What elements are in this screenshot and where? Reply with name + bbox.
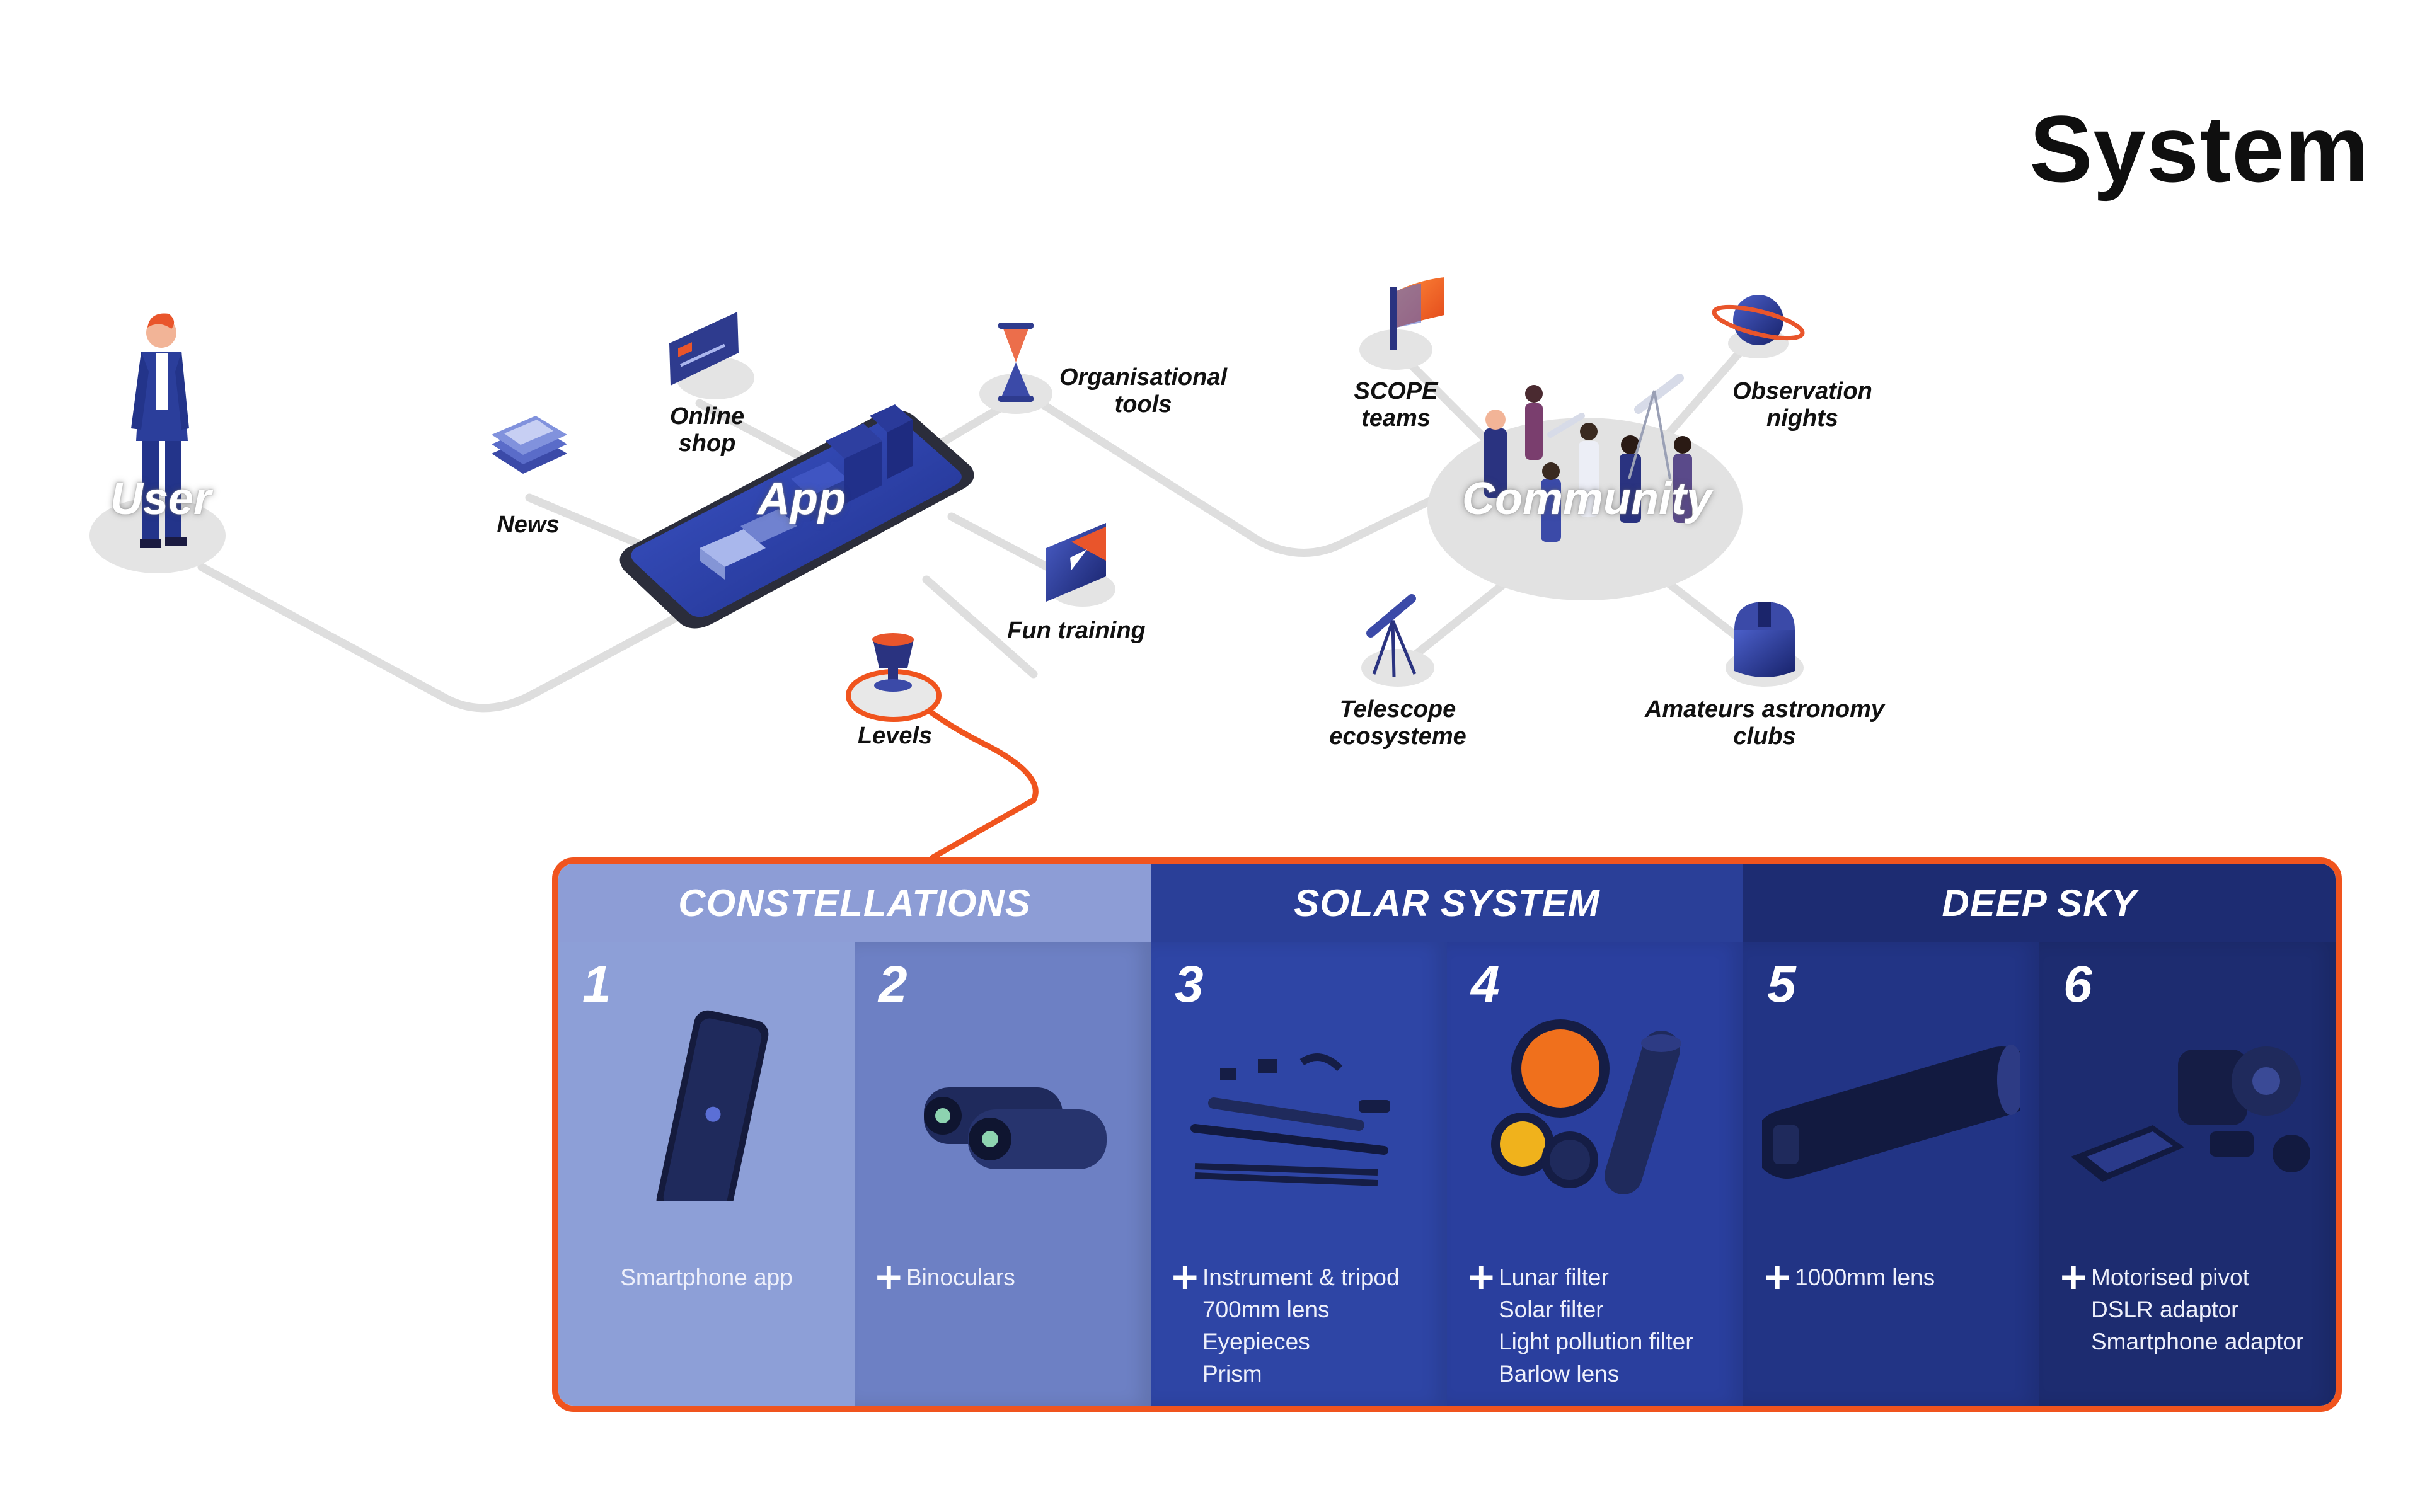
- news-label: News: [497, 512, 560, 538]
- community-label: Community: [1462, 474, 1712, 524]
- level-item: 1000mm lens: [1795, 1264, 1935, 1290]
- planet-icon: [1712, 295, 1805, 345]
- level-number: 1: [582, 956, 611, 1013]
- app-label: App: [758, 474, 846, 524]
- plus-icon: +: [1466, 1255, 1497, 1298]
- level-4-card[interactable]: 4 + Lunar filter Solar filter Light poll…: [1447, 942, 1743, 1406]
- level-6-card[interactable]: 6 + Motorised pivot DSLR adaptor Smartph…: [2039, 942, 2336, 1406]
- levels-label: Levels: [857, 723, 933, 749]
- telescope-ecosysteme-label: Telescope ecosysteme: [1329, 696, 1466, 750]
- level-2-items: Binoculars: [906, 1261, 1015, 1293]
- level-item: Smartphone adaptor: [2091, 1329, 2304, 1354]
- binoculars-icon: [924, 1087, 1107, 1169]
- scope-teams-node[interactable]: [1359, 277, 1444, 370]
- level-item: Prism: [1202, 1361, 1262, 1387]
- level-item: DSLR adaptor: [2091, 1297, 2239, 1322]
- scope-teams-label: SCOPE teams: [1354, 378, 1438, 432]
- instrument-kit-icon: [1190, 1053, 1390, 1186]
- level-number: 2: [879, 956, 908, 1013]
- plus-icon: +: [873, 1255, 904, 1298]
- fun-training-node[interactable]: [1046, 523, 1115, 607]
- level-4-items: Lunar filter Solar filter Light pollutio…: [1499, 1261, 1693, 1390]
- level-1-card[interactable]: 1 Smartphone app: [558, 942, 855, 1406]
- community-node[interactable]: [1427, 374, 1743, 600]
- level-item: Barlow lens: [1499, 1361, 1620, 1387]
- motorised-pivot-icon: [2071, 1046, 2310, 1182]
- plus-icon: +: [2058, 1255, 2089, 1298]
- level-item: 700mm lens: [1202, 1297, 1330, 1322]
- levels-node[interactable]: [846, 633, 942, 722]
- phone-icon: [619, 404, 974, 629]
- plus-icon: +: [1170, 1255, 1201, 1298]
- newspaper-icon: [492, 416, 567, 474]
- observation-nights-label: Observation nights: [1732, 378, 1872, 432]
- organisational-tools-label: Organisational tools: [1059, 364, 1228, 418]
- levels-connector: [911, 696, 1039, 861]
- filters-icon: [1491, 1019, 1681, 1194]
- level-item: Light pollution filter: [1499, 1329, 1693, 1354]
- telescope-icon: [1366, 594, 1417, 678]
- level-item: Binoculars: [906, 1264, 1015, 1290]
- category-solar-system[interactable]: SOLAR SYSTEM: [1151, 864, 1743, 942]
- trophy-icon: [872, 633, 914, 692]
- level-5-items: 1000mm lens: [1795, 1261, 1935, 1293]
- level-number: 6: [2063, 956, 2092, 1013]
- levels-categories: CONSTELLATIONS SOLAR SYSTEM DEEP SKY: [558, 864, 2336, 942]
- user-label: User: [110, 474, 212, 524]
- person-icon: [131, 313, 189, 548]
- online-shop-node[interactable]: [669, 312, 754, 399]
- level-item: Eyepieces: [1202, 1329, 1310, 1354]
- fun-training-label: Fun training: [1007, 617, 1146, 644]
- level-item: Motorised pivot: [2091, 1264, 2249, 1290]
- telescope-ecosysteme-node[interactable]: [1361, 594, 1434, 687]
- level-item: Lunar filter: [1499, 1264, 1609, 1290]
- category-deep-sky[interactable]: DEEP SKY: [1743, 864, 2336, 942]
- amateurs-clubs-node[interactable]: [1726, 602, 1804, 687]
- level-number: 5: [1767, 956, 1796, 1013]
- user-node[interactable]: [89, 313, 226, 573]
- level-item: Smartphone app: [620, 1264, 793, 1290]
- level-5-card[interactable]: 5 + 1000mm lens: [1743, 942, 2039, 1406]
- smartphone-icon: [656, 1010, 769, 1201]
- level-number: 4: [1471, 956, 1500, 1013]
- plus-icon: +: [1762, 1255, 1793, 1298]
- levels-list: 1 Smartphone app 2: [558, 942, 2336, 1406]
- observation-nights-node[interactable]: [1712, 295, 1805, 358]
- levels-panel: CONSTELLATIONS SOLAR SYSTEM DEEP SKY 1 S…: [552, 857, 2342, 1412]
- level-2-card[interactable]: 2 + Binoculars: [855, 942, 1151, 1406]
- level-3-items: Instrument & tripod 700mm lens Eyepieces…: [1202, 1261, 1400, 1390]
- level-3-card[interactable]: 3 + Instrument & tripod 700mm lens Eyepi…: [1151, 942, 1447, 1406]
- lens-icon: [1762, 1045, 2020, 1179]
- app-node[interactable]: [619, 404, 974, 629]
- online-shop-label: Online shop: [669, 403, 745, 457]
- organisational-tools-node[interactable]: [979, 323, 1052, 414]
- video-screen-icon: [1046, 523, 1106, 602]
- amateurs-clubs-label: Amateurs astronomy clubs: [1644, 696, 1885, 750]
- hourglass-icon: [998, 323, 1034, 402]
- level-1-items: Smartphone app: [558, 1261, 855, 1293]
- level-6-items: Motorised pivot DSLR adaptor Smartphone …: [2091, 1261, 2303, 1358]
- people-group-icon: [1484, 374, 1692, 542]
- category-constellations[interactable]: CONSTELLATIONS: [558, 864, 1151, 942]
- news-node[interactable]: [492, 416, 567, 474]
- level-item: Instrument & tripod: [1202, 1264, 1400, 1290]
- credit-card-icon: [669, 312, 739, 386]
- level-item: Solar filter: [1499, 1297, 1604, 1322]
- observatory-icon: [1734, 602, 1795, 677]
- page-title: System: [2029, 96, 2370, 202]
- flag-icon: [1390, 277, 1444, 350]
- level-number: 3: [1175, 956, 1204, 1013]
